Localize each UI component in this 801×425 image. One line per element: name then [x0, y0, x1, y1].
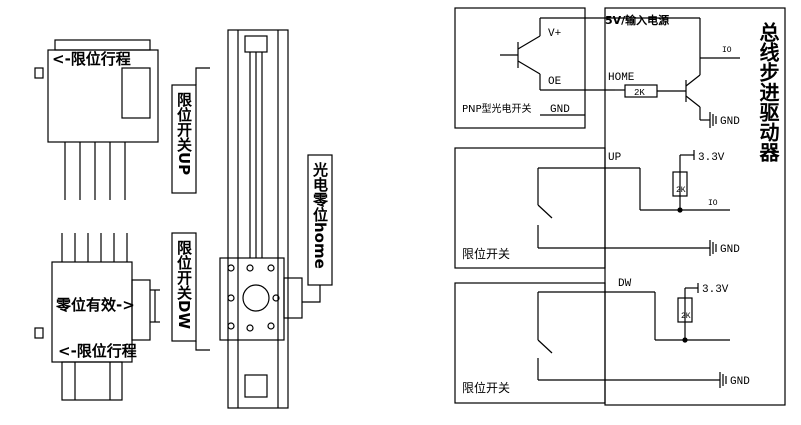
v33-dw-label: 3.3V	[702, 284, 729, 296]
limit-switch-dw-box	[171, 232, 197, 342]
gnd-symbol-icon	[709, 240, 717, 256]
supply-label: 5V/输入电源	[605, 13, 669, 27]
photo-zero-home-label: 光电零位home	[311, 161, 329, 269]
home-label: HOME	[608, 72, 635, 84]
driver-box	[604, 7, 786, 406]
bottom-limit-assembly	[34, 233, 151, 401]
limit-travel-top-label: <-限位行程	[52, 50, 131, 68]
npn-transistor-icon	[685, 58, 701, 120]
oe-label: OE	[548, 76, 562, 88]
limit-switch-dw-label: 限位开关DW	[175, 240, 193, 329]
limit-switch-up-box	[171, 84, 197, 194]
dw-label: DW	[618, 278, 632, 290]
pnp-transistor-icon	[500, 18, 541, 90]
zero-valid-label: 零位有效->	[55, 296, 135, 314]
resistor-dw-label: 2K	[681, 312, 691, 321]
vplus-label: V+	[548, 28, 561, 40]
up-label: UP	[608, 152, 622, 164]
io-up-label: IO	[708, 199, 718, 208]
switch-label-dw: 限位开关	[462, 380, 510, 395]
resistor-home-label: 2K	[634, 88, 645, 98]
top-limit-assembly	[34, 39, 159, 200]
resistor-dw	[677, 297, 693, 323]
limit-travel-bottom-label: <-限位行程	[58, 342, 137, 360]
gnd-left-label: GND	[550, 104, 570, 116]
carriage	[219, 257, 303, 341]
v33-up-label: 3.3V	[698, 152, 725, 164]
gnd-symbol-icon	[700, 112, 717, 128]
limit-switch-up-label: 限位开关UP	[175, 92, 193, 175]
gnd1-label: GND	[720, 116, 740, 128]
gnd3-label: GND	[730, 376, 750, 388]
gnd-symbol-icon	[719, 372, 727, 388]
switch-label-up: 限位开关	[462, 246, 510, 261]
linear-rail	[227, 29, 289, 409]
driver-title: 总线步进驱动器	[756, 21, 780, 163]
gnd2-label: GND	[720, 244, 740, 256]
io-home-label: IO	[722, 46, 732, 55]
pnp-panel	[454, 7, 586, 129]
resistor-up	[672, 171, 688, 197]
resistor-up-label: 2K	[676, 186, 686, 195]
pnp-label: PNP型光电开关	[462, 102, 532, 115]
